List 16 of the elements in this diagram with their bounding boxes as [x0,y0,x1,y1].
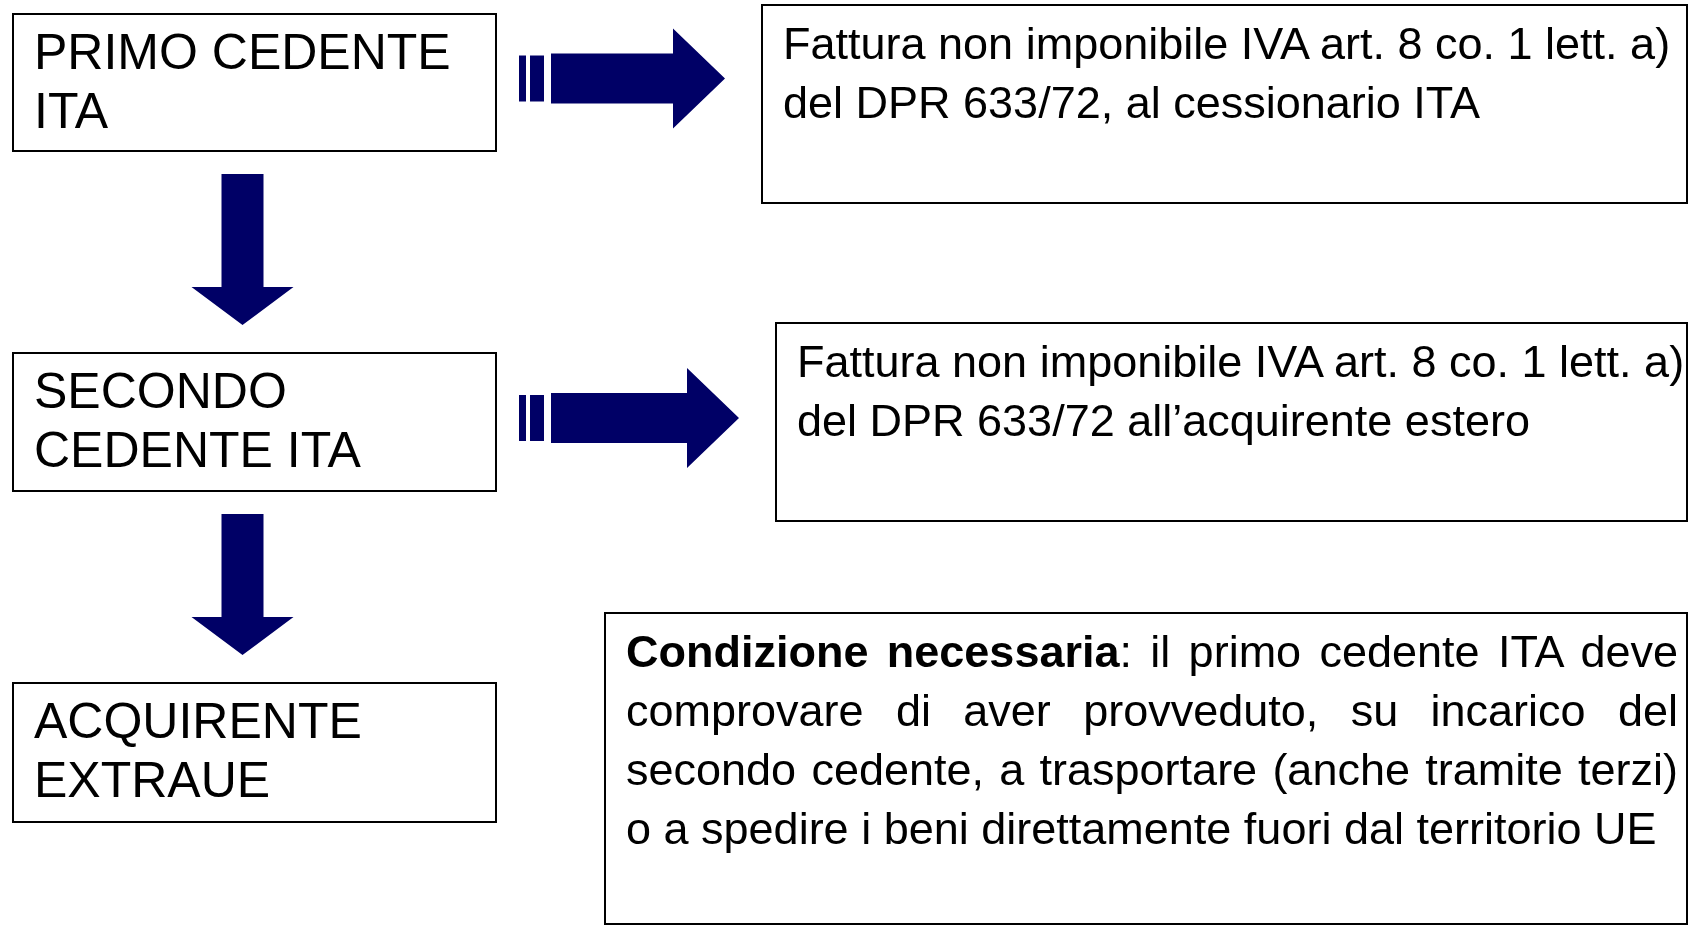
text-box [604,612,1688,925]
box-text: SECONDO CEDENTE ITA [34,362,362,480]
block-arrow [519,368,739,468]
block-arrow [519,28,725,129]
text-box [775,322,1688,522]
text-box [12,682,497,823]
block-arrow [191,514,294,655]
text-box [12,13,497,152]
box-text: PRIMO CEDENTE ITA [34,23,452,141]
text-box [761,4,1688,204]
box-text: Fattura non imponibile IVA art. 8 co. 1 lett. a) del DPR 633/72, al cessionario ITA [783,17,1672,130]
box-text: Fattura non imponibile IVA art. 8 co. 1 lett. a) del DPR 633/72 all’acquirente estero [797,335,1686,448]
box-text: ACQUIRENTE EXTRAUE [34,692,363,810]
block-arrow [191,174,294,325]
text-box [12,352,497,492]
box-text: Condizione necessaria: il primo cedente ITA deve comprovare di aver provveduto, su incarico del secondo cedente, a trasportare (anche tramite terzi) o a spedire i beni direttamente fuori dal territorio UE [626,625,1678,856]
